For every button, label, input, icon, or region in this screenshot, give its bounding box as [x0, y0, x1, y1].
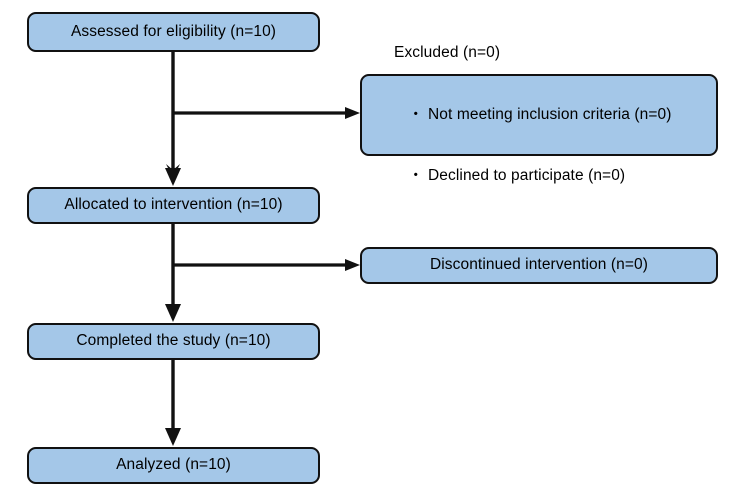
node-allocated-to-intervention[interactable]: Allocated to intervention (n=10): [27, 187, 320, 224]
edge-allocated-to-discontinued: [173, 259, 360, 271]
node-completed-the-study[interactable]: Completed the study (n=10): [27, 323, 320, 360]
node-excluded-line-3: ・ Declined to participate (n=0): [408, 167, 626, 185]
node-discontinued-intervention[interactable]: Discontinued intervention (n=0): [360, 247, 718, 284]
node-excluded-line-1: Excluded (n=0): [394, 44, 501, 62]
node-excluded-line-2: ・ Not meeting inclusion criteria (n=0): [408, 105, 672, 123]
node-analyzed[interactable]: Analyzed (n=10): [27, 447, 320, 484]
edge-assessed-to-allocated: [165, 50, 181, 186]
node-assessed-for-eligibility[interactable]: Assessed for eligibility (n=10): [27, 12, 320, 52]
node-discontinued-label: Discontinued intervention (n=0): [429, 256, 649, 274]
node-assessed-label: Assessed for eligibility (n=10): [70, 22, 277, 40]
node-allocated-label: Allocated to intervention (n=10): [64, 196, 283, 214]
edge-completed-to-analyzed: [165, 359, 181, 446]
node-excluded-lines: Excluded (n=0) ・ Not meeting inclusion c…: [394, 3, 672, 228]
edge-assessed-to-excluded: [173, 107, 360, 119]
node-analyzed-label: Analyzed (n=10): [116, 456, 231, 474]
node-completed-label: Completed the study (n=10): [76, 332, 271, 350]
edge-allocated-to-completed: [165, 223, 181, 322]
node-excluded[interactable]: Excluded (n=0) ・ Not meeting inclusion c…: [360, 44, 718, 184]
